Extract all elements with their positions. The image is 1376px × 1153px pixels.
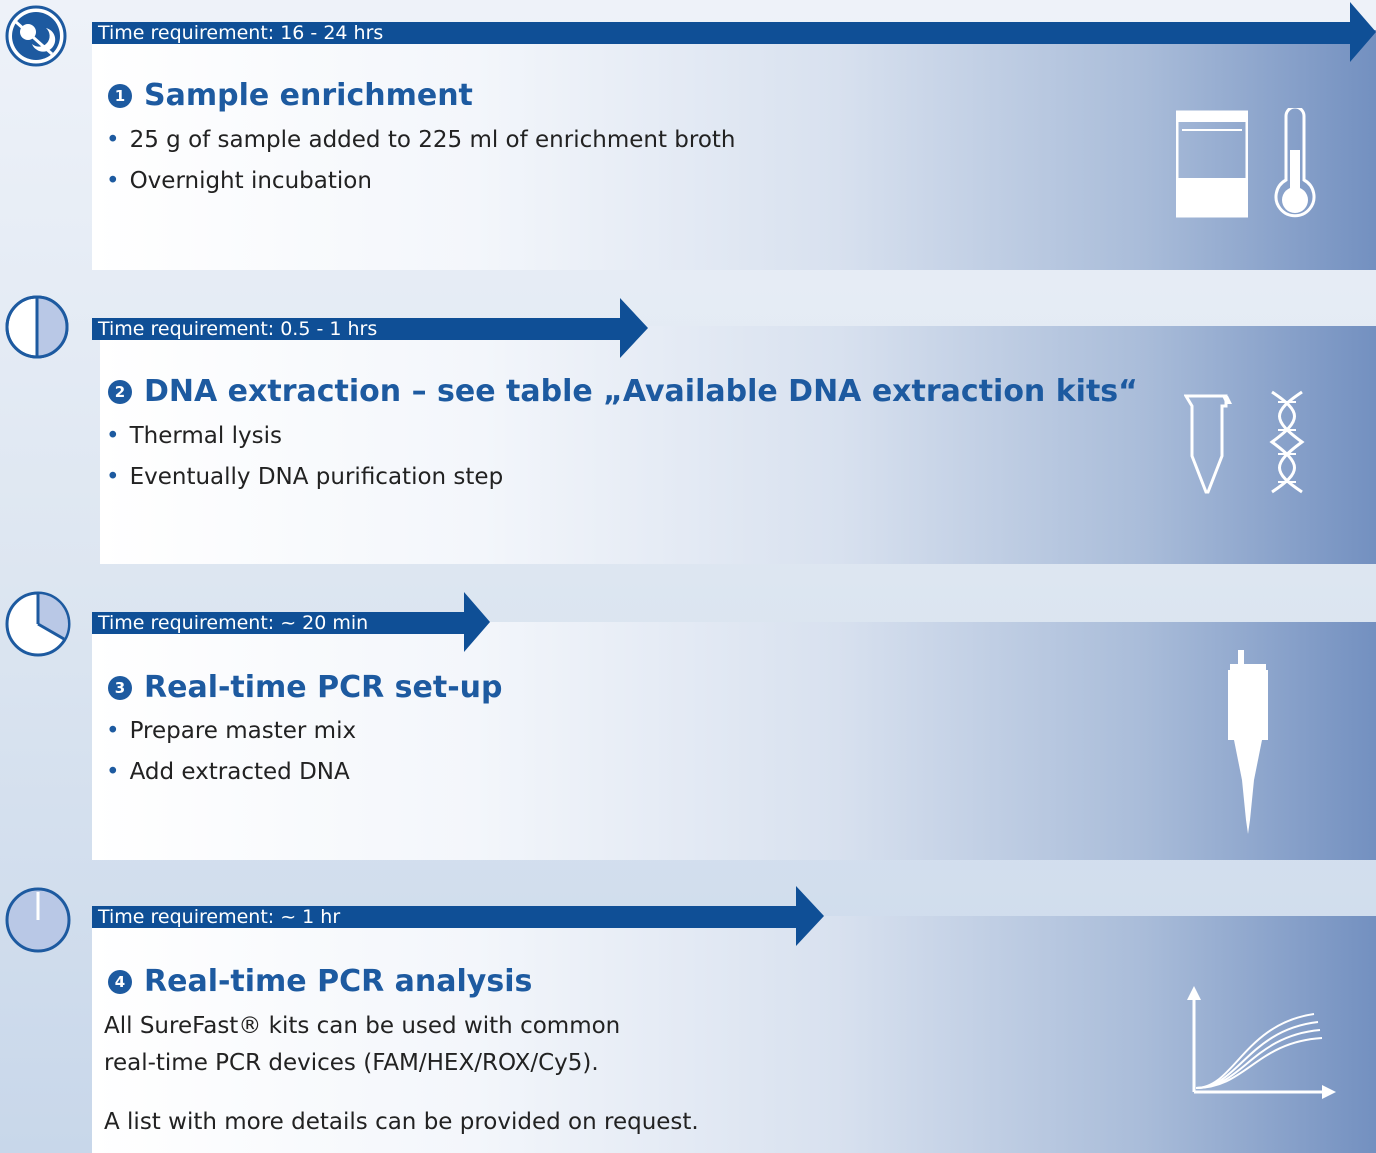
time-arrow-3: Time requirement: ~ 20 min: [92, 592, 490, 652]
step-number-badge: 1: [108, 83, 132, 108]
list-item: •Overnight incubation: [106, 168, 372, 194]
list-item: •Prepare master mix: [106, 718, 357, 744]
step-1-bullets: •25 g of sample added to 225 ml of enric…: [106, 120, 736, 202]
step-1-title: 1 Sample enrichment: [108, 78, 473, 113]
step-4-title: 4 Real-time PCR analysis: [108, 964, 532, 999]
clock-full-icon: [4, 886, 72, 958]
step-4-description: All SureFast® kits can be used with comm…: [104, 1008, 620, 1082]
time-requirement-label: Time requirement: 16 - 24 hrs: [98, 22, 384, 44]
step-number-badge: 2: [108, 379, 132, 404]
time-arrow-1: Time requirement: 16 - 24 hrs: [92, 2, 1376, 62]
step-3-bullets: •Prepare master mix •Add extracted DNA: [106, 711, 356, 793]
description-line: All SureFast® kits can be used with comm…: [104, 1013, 621, 1039]
tube-icon: [1183, 390, 1234, 500]
step-title-text: Sample enrichment: [144, 78, 473, 113]
step-3-title: 3 Real-time PCR set-up: [108, 670, 502, 705]
description-line: real-time PCR devices (FAM/HEX/ROX/Cy5).: [104, 1050, 599, 1076]
list-item: •Add extracted DNA: [106, 759, 350, 785]
step-4-panel: [92, 916, 1376, 1153]
time-arrow-4: Time requirement: ~ 1 hr: [92, 886, 824, 946]
bag-icon: [1175, 108, 1249, 222]
thermometer-icon: [1272, 105, 1318, 230]
amplification-curve-icon: [1184, 984, 1340, 1104]
step-2-title: 2 DNA extraction – see table „Available …: [108, 374, 1138, 409]
clock-20min-icon: [4, 590, 72, 662]
time-requirement-label: Time requirement: ~ 1 hr: [98, 906, 341, 928]
step-number-badge: 4: [108, 969, 132, 994]
dna-icon: [1268, 390, 1306, 498]
list-item: •Thermal lysis: [106, 423, 282, 449]
list-item: •Eventually DNA purification step: [106, 464, 504, 490]
step-2-panel: [100, 326, 1376, 564]
pipette-icon: [1224, 650, 1272, 840]
clock-half-icon: [4, 294, 70, 364]
time-requirement-label: Time requirement: 0.5 - 1 hrs: [98, 318, 378, 340]
step-number-badge: 3: [108, 675, 132, 700]
step-3-panel: [92, 622, 1376, 860]
step-title-text: Real-time PCR analysis: [144, 964, 533, 999]
time-arrow-2: Time requirement: 0.5 - 1 hrs: [92, 298, 648, 358]
list-item: •25 g of sample added to 225 ml of enric…: [106, 127, 736, 153]
day-night-icon: [4, 4, 68, 72]
step-4-note: A list with more details can be provided…: [104, 1109, 699, 1135]
step-title-text: DNA extraction – see table „Available DN…: [144, 374, 1138, 409]
step-2-bullets: •Thermal lysis •Eventually DNA purificat…: [106, 416, 503, 498]
step-title-text: Real-time PCR set-up: [144, 670, 503, 705]
time-requirement-label: Time requirement: ~ 20 min: [98, 612, 369, 634]
step-1-panel: [92, 30, 1376, 270]
